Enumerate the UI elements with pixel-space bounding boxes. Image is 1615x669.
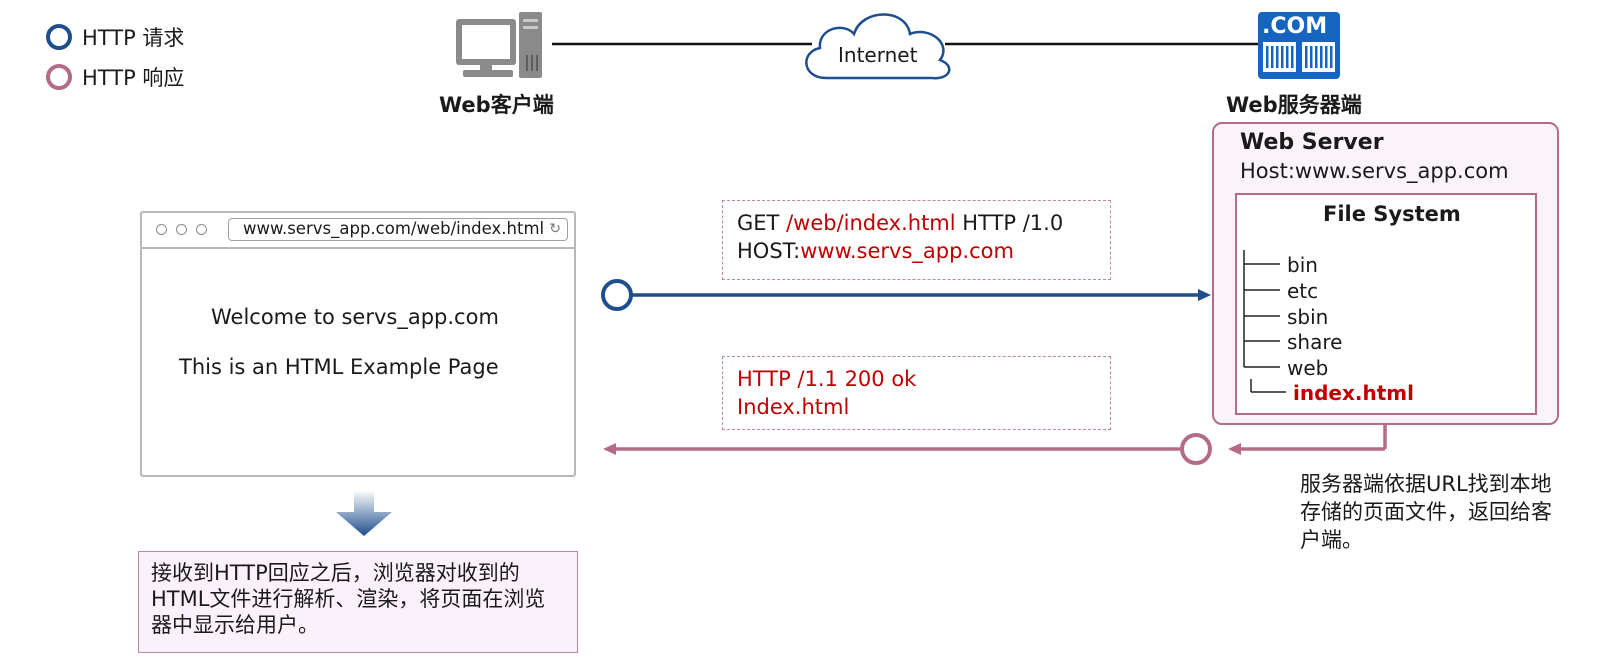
request-start-ring xyxy=(601,279,633,311)
reload-icon[interactable]: ↻ xyxy=(549,221,561,237)
response-message-box: HTTP /1.1 200 ok Index.html xyxy=(722,356,1111,430)
window-control-icon[interactable] xyxy=(156,224,167,235)
tree-item-share: share xyxy=(1287,330,1343,354)
response-connector-arrowhead xyxy=(1228,443,1241,455)
client-caption: Web客户端 xyxy=(439,93,554,117)
tree-item-index-html: index.html xyxy=(1293,381,1414,405)
legend-response: HTTP 响应 xyxy=(46,62,184,92)
tree-item-web: web xyxy=(1287,356,1329,380)
server-note: 服务器端依据URL找到本地存储的页面文件，返回给客户端。 xyxy=(1300,472,1552,552)
server-icon-text: .COM xyxy=(1262,14,1328,39)
tree-item-etc: etc xyxy=(1287,279,1319,303)
address-url: www.servs_app.com/web/index.html xyxy=(243,219,545,238)
down-arrow-icon xyxy=(336,490,392,536)
response-start-ring xyxy=(1180,433,1212,465)
client-note-box: 接收到HTTP回应之后，浏览器对收到的HTML文件进行解析、渲染，将页面在浏览器… xyxy=(138,551,578,653)
request-arrowhead xyxy=(1198,289,1211,301)
server-com-icon xyxy=(1258,12,1340,79)
response-body: Index.html xyxy=(737,395,850,419)
response-ring-icon xyxy=(46,64,72,90)
request-method: GET xyxy=(737,211,780,235)
file-system-title: File System xyxy=(1323,202,1461,226)
request-line: GET /web/index.html HTTP /1.0 xyxy=(737,209,1096,237)
response-arrowhead xyxy=(603,443,616,455)
tree-item-bin: bin xyxy=(1287,253,1318,277)
network-topology xyxy=(456,12,1340,80)
request-ring-icon xyxy=(46,24,72,50)
request-host-line: HOST:www.servs_app.com xyxy=(737,237,1096,265)
window-control-icon[interactable] xyxy=(176,224,187,235)
file-system-box xyxy=(1235,193,1537,415)
response-status-line: HTTP /1.1 200 ok xyxy=(737,367,917,391)
cloud-icon xyxy=(805,13,951,80)
address-bar[interactable]: www.servs_app.com/web/index.html ↻ xyxy=(228,218,568,241)
request-protocol: HTTP /1.0 xyxy=(962,211,1064,235)
server-caption: Web服务器端 xyxy=(1226,93,1362,117)
page-welcome-text: Welcome to servs_app.com xyxy=(211,305,499,329)
request-path: /web/index.html xyxy=(786,211,956,235)
window-control-icon[interactable] xyxy=(196,224,207,235)
legend-request: HTTP 请求 xyxy=(46,22,184,52)
host-value: www.servs_app.com xyxy=(800,239,1014,263)
legend-request-label: HTTP 请求 xyxy=(82,26,185,50)
browser-window: www.servs_app.com/web/index.html ↻ Welco… xyxy=(140,211,576,477)
page-example-text: This is an HTML Example Page xyxy=(179,355,499,379)
host-label: HOST: xyxy=(737,239,801,263)
internet-label: Internet xyxy=(838,43,918,67)
legend-response-label: HTTP 响应 xyxy=(82,66,185,90)
server-host: Host:www.servs_app.com xyxy=(1240,159,1509,183)
server-title: Web Server xyxy=(1240,130,1384,155)
tree-item-sbin: sbin xyxy=(1287,305,1329,329)
request-message-box: GET /web/index.html HTTP /1.0 HOST:www.s… xyxy=(722,200,1111,280)
computer-icon xyxy=(456,12,542,78)
browser-toolbar: www.servs_app.com/web/index.html ↻ xyxy=(142,213,574,249)
